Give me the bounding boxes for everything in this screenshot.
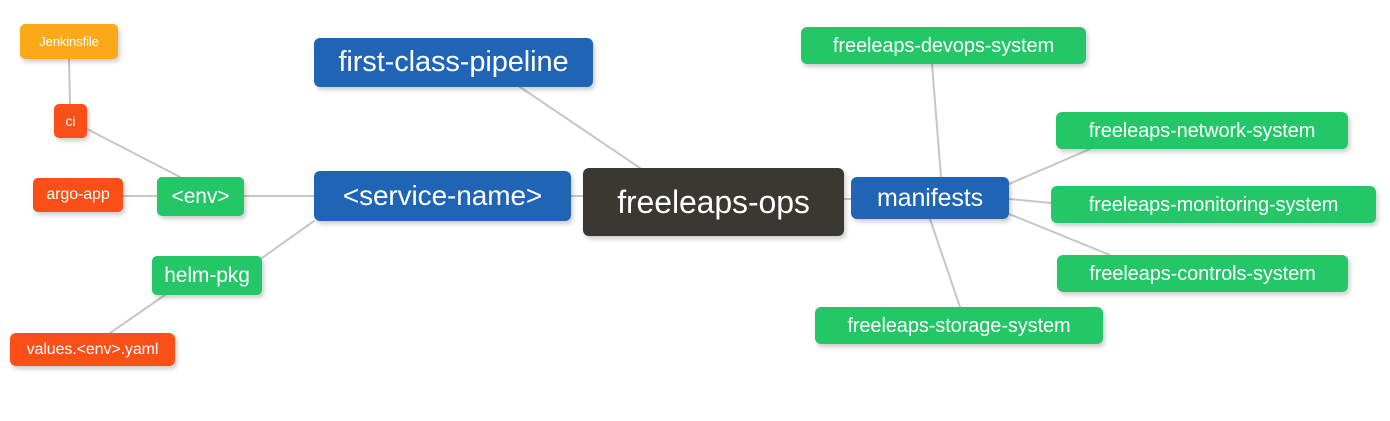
node-jenkinsfile[interactable]: Jenkinsfile [20,24,118,59]
edge-helm-pkg-to-values-yaml [109,294,166,334]
node-helm-pkg[interactable]: helm-pkg [152,256,262,295]
node-label: argo-app [46,186,110,203]
node-label: freeleaps-monitoring-system [1088,193,1339,216]
node-manifests[interactable]: manifests [851,177,1009,219]
node-first-class-pipeline[interactable]: first-class-pipeline [314,38,593,87]
node-freeleaps-ops[interactable]: freeleaps-ops [583,168,844,236]
node-label: freeleaps-ops [617,184,810,220]
edge-manifests-to-freeleaps-monitoring-system [1008,198,1052,204]
node-label: first-class-pipeline [338,46,569,78]
node-label: freeleaps-controls-system [1089,262,1316,285]
edge-jenkinsfile-to-ci [68,58,71,105]
edge-ci-to-env [86,128,181,178]
edge-manifests-to-freeleaps-devops-system [931,63,942,178]
node-label: freeleaps-network-system [1088,119,1316,142]
edge-service-name-to-helm-pkg [261,220,315,259]
node-label: ci [65,113,76,129]
node-label: freeleaps-storage-system [847,314,1071,337]
node-label: values.<env>.yaml [26,340,159,358]
node-label: helm-pkg [164,264,250,287]
node-label: <env> [171,185,230,208]
edge-first-class-pipeline-to-freeleaps-ops [519,86,641,169]
node-freeleaps-storage-system[interactable]: freeleaps-storage-system [815,307,1103,344]
node-values-yaml[interactable]: values.<env>.yaml [10,333,175,366]
node-env[interactable]: <env> [157,177,244,216]
node-freeleaps-monitoring-system[interactable]: freeleaps-monitoring-system [1051,186,1376,223]
node-service-name[interactable]: <service-name> [314,171,571,221]
node-freeleaps-controls-system[interactable]: freeleaps-controls-system [1057,255,1348,292]
node-argo-app[interactable]: argo-app [33,178,123,212]
node-ci[interactable]: ci [54,104,87,138]
node-label: manifests [876,183,984,212]
edge-manifests-to-freeleaps-storage-system [929,218,961,308]
node-label: Jenkinsfile [39,34,99,49]
edge-manifests-to-freeleaps-network-system [1008,148,1091,185]
node-freeleaps-devops-system[interactable]: freeleaps-devops-system [801,27,1086,64]
node-label: freeleaps-devops-system [832,34,1055,57]
node-freeleaps-network-system[interactable]: freeleaps-network-system [1056,112,1348,149]
node-label: <service-name> [342,180,543,211]
